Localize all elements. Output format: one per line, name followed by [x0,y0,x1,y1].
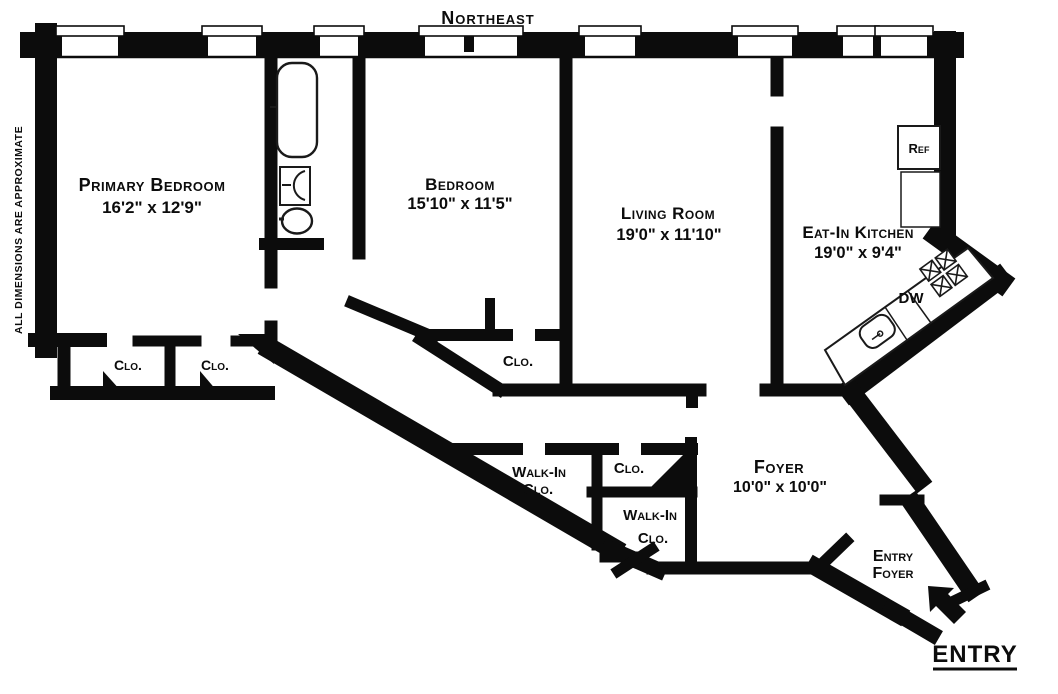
dishwasher-label: DW [899,290,925,307]
room-dims-living-room: 19'0" x 11'10" [616,226,721,244]
closet-label-1: Clo. [114,357,142,373]
room-dims-primary-bedroom: 16'2" x 12'9" [102,198,202,217]
walkin2-door-swing [610,541,660,579]
room-label-primary-bedroom: Primary Bedroom [79,175,226,195]
room-label-bedroom: Bedroom [425,175,495,194]
kitchen-diagonal-wall [835,263,1014,406]
walk-in-closet-1-line2: Clo. [523,481,553,498]
bedroom-closet-diagonal [412,330,508,398]
room-label-entry-foyer-1: Entry [873,548,914,565]
toilet-icon [279,207,314,235]
entry-door-leaf [880,599,943,645]
kitchen-cabinet-box [900,171,941,228]
entry-label: ENTRY [932,641,1017,668]
bathtub-icon [270,61,319,159]
refrigerator-box [897,125,941,170]
kitchen-sink-icon [858,313,896,349]
window-headers [55,25,934,37]
closet-label-2: Clo. [201,357,229,373]
windows [40,25,945,59]
bathroom-fixtures [270,61,319,235]
room-label-living-room: Living Room [621,204,715,223]
hall-closet-door-swing [650,451,687,488]
room-dims-foyer: 10'0" x 10'0" [733,479,827,496]
closet1-door-swing [103,371,121,391]
compass-label: Northeast [441,8,535,28]
sink-icon [279,166,311,206]
closet-label-bedroom: Clo. [503,353,533,370]
walk-in-closet-1-line1: Walk-In [512,464,566,481]
walk-in-closet-2-line2: Clo. [638,530,668,547]
disclaimer-text: ALL DIMENSIONS ARE APPROXIMATE [13,126,25,334]
room-dims-eat-in-kitchen: 19'0" x 9'4" [814,244,902,262]
counter-dividers [884,290,932,341]
stove-burners-icon [918,247,969,298]
entry-arrow-icon [928,586,966,624]
room-label-entry-foyer-2: Foyer [873,565,914,582]
room-label-foyer: Foyer [754,457,804,477]
kitchen-counter [823,246,995,387]
window-mullion [464,36,474,52]
kitchen-fixtures [823,125,995,387]
room-dims-bedroom: 15'10" x 11'5" [407,195,512,213]
entry-east-wall [899,490,985,603]
foyer-east-wall [837,377,933,494]
walls [20,23,1016,645]
refrigerator-label: Ref [909,141,930,156]
room-label-eat-in-kitchen: Eat-In Kitchen [802,223,913,242]
closet-label-hall: Clo. [614,460,644,477]
closet2-door-swing [200,371,217,391]
walk-in-closet-2-line1: Walk-In [623,507,677,524]
